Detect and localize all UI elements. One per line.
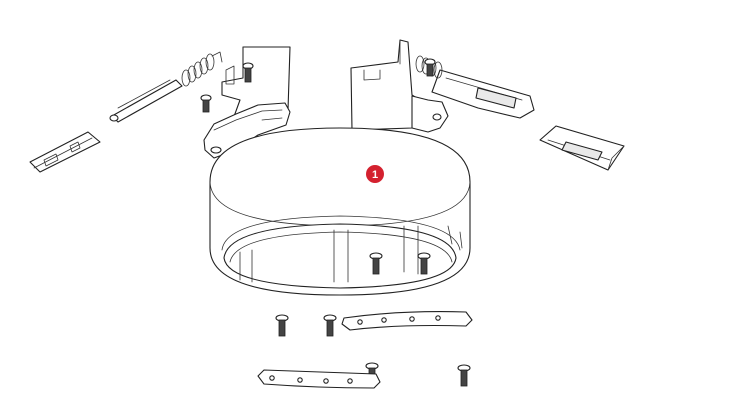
curved-plate	[257, 369, 381, 389]
screw	[275, 314, 289, 337]
left-bracket	[203, 46, 291, 159]
mounting-ring	[209, 127, 471, 296]
right-spring-clip	[415, 55, 535, 119]
screw	[457, 364, 471, 387]
inner-screw	[417, 252, 431, 275]
spring-coil	[181, 51, 223, 87]
callout-badge: 1	[366, 165, 384, 183]
callout-label: 1	[372, 169, 378, 181]
callout-circle	[366, 165, 384, 183]
screw	[200, 94, 212, 113]
right-bracket	[350, 39, 449, 133]
curved-plate	[341, 311, 473, 331]
left-slide-clip	[29, 131, 101, 173]
right-slide-clip	[539, 125, 625, 171]
screw	[242, 62, 254, 83]
inner-screw	[369, 252, 383, 275]
screw	[323, 314, 337, 337]
left-spring-rod	[109, 51, 223, 123]
